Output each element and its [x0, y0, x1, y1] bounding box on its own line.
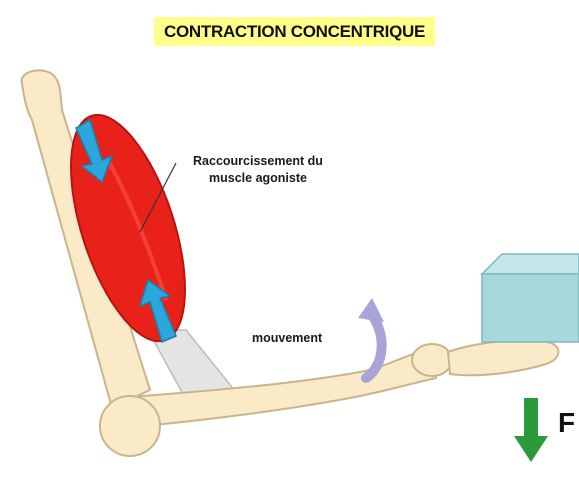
curved-arrow-icon [358, 298, 384, 378]
cube-icon [482, 254, 579, 342]
hand [448, 340, 558, 375]
movement-label: mouvement [252, 330, 322, 347]
muscle-label-line1: Raccourcissement du [178, 153, 338, 170]
muscle-label-line2: muscle agoniste [178, 170, 338, 187]
muscle-shortening-label: Raccourcissement du muscle agoniste [178, 153, 338, 187]
down-arrow-icon [514, 398, 548, 462]
wrist-joint [412, 344, 452, 376]
force-label: F [558, 406, 575, 440]
elbow-joint [100, 396, 160, 456]
